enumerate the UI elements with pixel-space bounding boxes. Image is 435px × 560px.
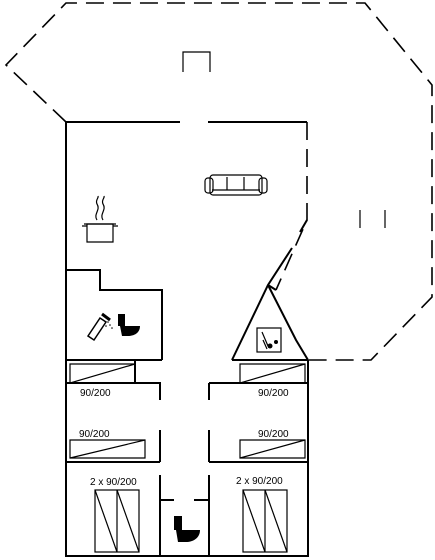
bedroom-1-bed-label: 90/200 xyxy=(80,388,111,399)
bed-icon xyxy=(239,439,306,459)
bedroom-4-walls xyxy=(208,430,308,463)
terrace-outline xyxy=(4,2,433,361)
bedroom-2-walls xyxy=(66,430,161,463)
washing-machine-icon xyxy=(256,327,282,353)
bed-icon xyxy=(69,363,136,384)
bed-icon xyxy=(94,489,140,553)
toilet-icon xyxy=(118,314,140,336)
outer-walls xyxy=(65,121,309,557)
chimney-icon xyxy=(182,51,211,72)
shower-icon xyxy=(86,312,113,342)
living-room-diagonal-wall xyxy=(231,219,309,361)
terrace-post-icon xyxy=(359,210,386,228)
bedroom-3-bed-label: 90/200 xyxy=(258,388,289,399)
toilet-icon xyxy=(174,516,200,542)
bathroom-walls xyxy=(66,269,163,361)
sofa-icon xyxy=(204,174,268,196)
bedroom-6-bed-label: 2 x 90/200 xyxy=(236,476,283,487)
bedroom-5-bed-label: 2 x 90/200 xyxy=(90,477,137,488)
bedroom-2-bed-label: 90/200 xyxy=(79,429,110,440)
bed-icon xyxy=(69,439,146,459)
bed-icon xyxy=(242,489,288,553)
bed-icon xyxy=(239,363,306,384)
bedroom-4-bed-label: 90/200 xyxy=(258,429,289,440)
cooking-pot-icon xyxy=(82,195,118,243)
lower-room-walls xyxy=(159,475,210,556)
